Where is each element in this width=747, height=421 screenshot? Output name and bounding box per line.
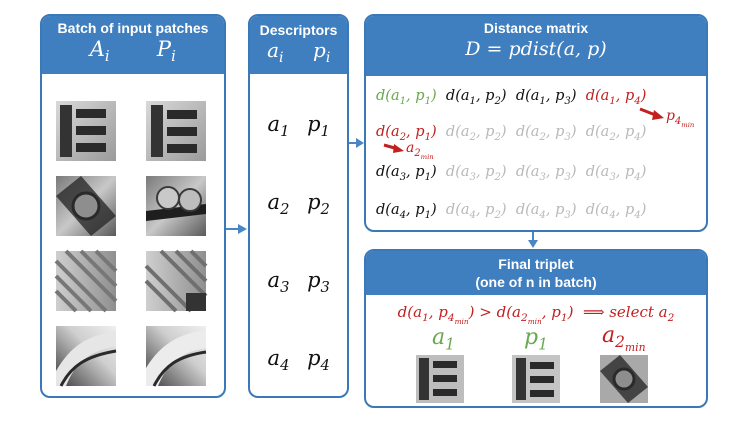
triplet-patch-p1 xyxy=(512,355,560,403)
a2min-label: a2min xyxy=(406,140,434,161)
descriptor-p: p4 xyxy=(307,346,330,375)
a2min-arrow-icon xyxy=(383,143,404,153)
descriptor-p: p2 xyxy=(307,190,330,219)
arrowhead-down-icon xyxy=(528,240,538,248)
triplet-patches xyxy=(416,355,648,403)
batch-header: Batch of input patches Ai Pi xyxy=(42,16,224,74)
descriptor-row: a3 p3 xyxy=(250,268,347,296)
label-a1: a1 xyxy=(432,325,455,354)
batch-title: Batch of input patches xyxy=(57,20,209,36)
distance-matrix-title: Distance matrix xyxy=(483,20,589,36)
arrow-descriptors-to-matrix xyxy=(349,142,357,144)
matrix-row-2: d(a2, p1) d(a2, p2) d(a2, p3) d(a2, p4) xyxy=(376,124,647,143)
batch-col-p: Pi xyxy=(156,37,176,66)
descriptors-panel: Descriptors ai pi a1 p1 a2 p2 a3 p3 a4 p4 xyxy=(248,14,349,398)
descriptors-col-p: pi xyxy=(313,38,331,66)
descriptor-a: a3 xyxy=(267,268,290,297)
triplet-condition: d(a1, p4min) > d(a2min, p1) ⟹ select a2 xyxy=(397,303,675,327)
descriptors-header: Descriptors ai pi xyxy=(250,16,347,74)
patch-p2 xyxy=(146,176,206,236)
matrix-row-4: d(a4, p1) d(a4, p2) d(a4, p3) d(a4, p4) xyxy=(376,202,647,221)
distance-matrix-formula: D = pdist(a, p) xyxy=(465,38,607,60)
final-triplet-panel: Final triplet (one of n in batch) d(a1, … xyxy=(364,249,708,408)
patch-a4 xyxy=(56,326,117,387)
arrow-batch-to-descriptors xyxy=(226,228,240,230)
distance-matrix-header: Distance matrix D = pdist(a, p) xyxy=(366,16,706,76)
arrowhead-icon xyxy=(356,138,364,148)
batch-col-a: Ai xyxy=(89,37,110,66)
triplet-patch-a1 xyxy=(416,355,464,403)
patch-p4 xyxy=(146,326,207,387)
descriptors-title: Descriptors xyxy=(259,22,338,38)
patch-a3 xyxy=(54,249,118,313)
label-p1: p1 xyxy=(524,325,548,354)
p4min-arrow-icon xyxy=(639,107,664,120)
descriptor-p: p1 xyxy=(307,112,330,141)
arrowhead-icon xyxy=(238,224,247,234)
matrix-row-1: d(a1, p1) d(a1, p2) d(a1, p3) d(a1, p4) xyxy=(376,88,647,107)
descriptor-row: a2 p2 xyxy=(250,190,347,218)
patch-p3 xyxy=(144,249,208,313)
descriptor-p: p3 xyxy=(307,268,330,297)
descriptor-a: a1 xyxy=(267,112,290,141)
p4min-label: p4min xyxy=(666,108,695,129)
final-triplet-header: Final triplet (one of n in batch) xyxy=(366,251,706,295)
descriptor-a: a4 xyxy=(267,346,290,375)
label-a2min: a2min xyxy=(602,323,646,355)
patch-a1 xyxy=(56,101,116,161)
descriptor-row: a4 p4 xyxy=(250,346,347,374)
patch-p1 xyxy=(146,101,206,161)
distance-matrix-panel: Distance matrix D = pdist(a, p) d(a1, p1… xyxy=(364,14,708,232)
descriptor-row: a1 p1 xyxy=(250,112,347,140)
final-triplet-title: Final triplet xyxy=(498,256,574,272)
descriptors-col-a: ai xyxy=(267,38,284,66)
descriptor-a: a2 xyxy=(267,190,290,219)
triplet-patch-a2min xyxy=(600,355,648,403)
patch-a2 xyxy=(56,176,116,236)
patch-grid xyxy=(54,101,208,387)
arrow-matrix-to-final xyxy=(532,232,534,242)
matrix-row-3: d(a3, p1) d(a3, p2) d(a3, p3) d(a3, p4) xyxy=(376,164,647,183)
final-triplet-subtitle: (one of n in batch) xyxy=(475,274,597,290)
batch-panel: Batch of input patches Ai Pi xyxy=(40,14,226,398)
